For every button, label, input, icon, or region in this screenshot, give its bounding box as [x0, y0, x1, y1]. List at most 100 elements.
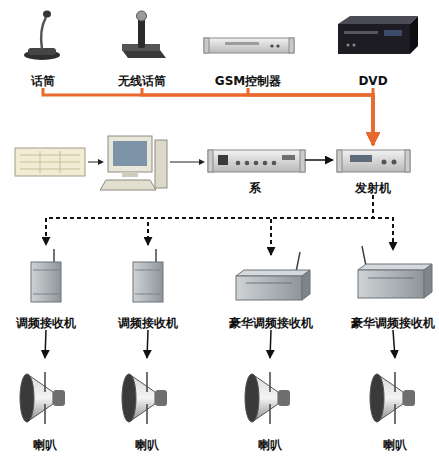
- device-node: 喇叭: [117, 358, 177, 452]
- rack-logo: [218, 155, 228, 165]
- horn-mouth: [20, 374, 34, 422]
- radio-link: [148, 195, 373, 245]
- device-label: GSM控制器: [215, 74, 281, 88]
- signal-arrow: [270, 330, 271, 358]
- rack-meter: [282, 155, 295, 160]
- horn-bracket: [394, 372, 396, 424]
- microphone-head: [43, 11, 51, 18]
- dvd-top: [338, 16, 418, 24]
- radio-link: [271, 195, 373, 255]
- deluxe-receiver-illustration: [236, 252, 310, 300]
- amplifier-illustration: [208, 150, 305, 172]
- device-node: 豪华调频接收机: [225, 255, 317, 330]
- device-node: 喇叭: [15, 358, 75, 452]
- wireless-microphone-illustration: [122, 11, 166, 58]
- arrow-head: [98, 159, 104, 165]
- antenna: [53, 249, 55, 262]
- transmitter-illustration: [337, 150, 410, 172]
- rack-knob: [254, 161, 259, 166]
- dvd-side: [410, 16, 418, 54]
- audio-wire: [248, 88, 373, 145]
- dvd-front: [338, 24, 410, 54]
- receiver-illustration: [133, 249, 163, 302]
- receiver-seam: [135, 270, 161, 271]
- panel-grid: [40, 151, 41, 173]
- antenna: [155, 249, 157, 262]
- receiver-seam: [246, 283, 292, 284]
- control-panel-illustration: [15, 148, 85, 176]
- device-label: 豪华调频接收机: [229, 316, 313, 330]
- rack-front: [337, 150, 410, 172]
- panel-grid: [20, 169, 80, 170]
- antenna: [362, 246, 366, 266]
- receiver-box: [358, 270, 424, 298]
- device-label: 系: [249, 181, 261, 195]
- computer-tower: [155, 140, 167, 188]
- microphone-neck: [41, 17, 46, 49]
- microphone-body: [138, 18, 145, 48]
- device-node: 话筒: [15, 8, 71, 88]
- device-label: DVD: [358, 74, 387, 88]
- horn-mouth: [245, 374, 259, 422]
- connection-arrow: [88, 159, 104, 165]
- audio-wire: [142, 88, 373, 145]
- dvd-button: [353, 44, 356, 47]
- microphone-illustration: [24, 11, 60, 61]
- deluxe-receiver-illustration: [358, 246, 432, 298]
- rack-knob: [272, 161, 277, 166]
- rack-display: [350, 155, 372, 162]
- device-node: 无线话筒: [104, 8, 180, 88]
- signal-arrow: [305, 159, 333, 161]
- signal-arrow: [45, 330, 46, 358]
- device-node: DVD: [326, 8, 420, 88]
- device-label: 豪华调频接收机: [351, 316, 435, 330]
- dvd-tray: [344, 31, 378, 34]
- receiver-seam: [368, 278, 414, 279]
- audio-wire: [43, 88, 373, 145]
- device-label: 喇叭: [135, 438, 159, 452]
- horn-speaker-illustration: [20, 372, 65, 424]
- horn-speaker-illustration: [122, 372, 167, 424]
- rack-ear: [289, 38, 294, 53]
- rack-front: [204, 38, 294, 53]
- receiver-seam: [33, 270, 59, 271]
- microphone-base: [28, 48, 56, 55]
- device-label: 喇叭: [383, 438, 407, 452]
- horn-speaker-illustration: [245, 372, 290, 424]
- device-node: 发射机: [333, 145, 413, 195]
- horn-speaker-illustration: [370, 372, 415, 424]
- panel-body: [15, 148, 85, 176]
- horn-driver: [403, 390, 415, 406]
- rack-knob: [382, 160, 387, 165]
- radio-link: [46, 195, 373, 245]
- receiver-top: [358, 264, 432, 270]
- computer-illustration: [100, 136, 167, 190]
- dvd-illustration: [338, 16, 418, 54]
- rack-led: [276, 44, 279, 47]
- receiver-seam: [135, 294, 161, 295]
- gsm-controller-illustration: [204, 38, 294, 53]
- monitor-screen: [113, 141, 147, 166]
- receiver-top: [236, 270, 310, 276]
- rack-front: [208, 150, 305, 172]
- receiver-box: [133, 262, 163, 302]
- rack-led: [270, 44, 273, 47]
- rack-ear: [300, 150, 305, 172]
- rack-knob: [245, 161, 250, 166]
- device-node: 喇叭: [240, 358, 300, 452]
- device-node: 调频接收机: [115, 245, 181, 330]
- rack-knob: [263, 161, 268, 166]
- audio-wire: [372, 88, 375, 145]
- dvd-button: [347, 44, 350, 47]
- horn-bracket: [269, 372, 271, 424]
- panel-grid: [20, 162, 80, 163]
- dvd-display: [384, 30, 402, 36]
- horn-mouth: [122, 374, 136, 422]
- connection-line: [170, 162, 201, 163]
- microphone-head: [137, 11, 147, 21]
- signal-arrow: [393, 330, 395, 358]
- monitor: [108, 136, 152, 172]
- device-node: GSM控制器: [200, 8, 296, 88]
- device-label: 喇叭: [33, 438, 57, 452]
- rack-knob: [392, 160, 397, 165]
